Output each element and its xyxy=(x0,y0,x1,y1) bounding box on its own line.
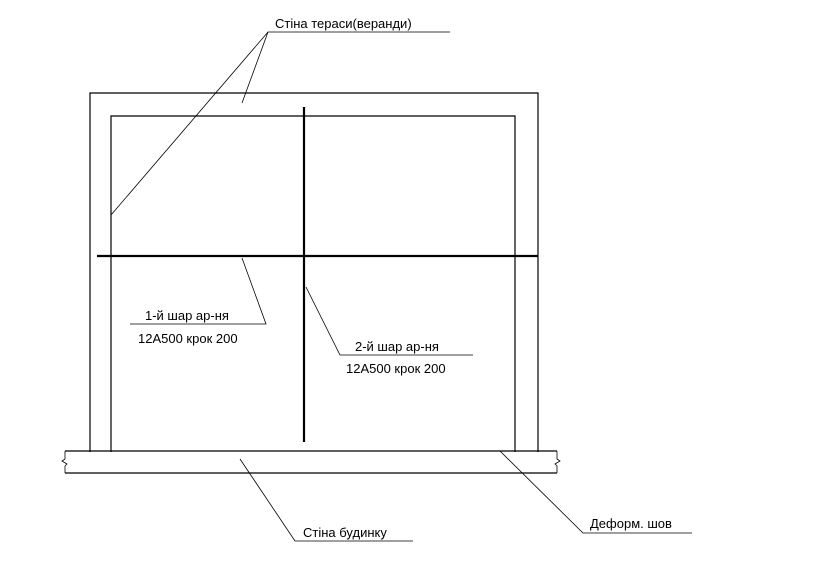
layer2-spec: 12А500 крок 200 xyxy=(346,361,446,376)
terrace-wall-label: Стіна тераси(веранди) xyxy=(275,16,412,31)
leader-lines xyxy=(110,31,692,542)
expansion-joint-label: Деформ. шов xyxy=(590,516,672,531)
layer1-spec: 12А500 крок 200 xyxy=(138,331,238,346)
terrace-wall-outer xyxy=(89,92,539,452)
terrace-wall-inner xyxy=(110,115,516,452)
layer2-title: 2-й шар ар-ня xyxy=(355,339,439,354)
house-wall-label: Стіна будинку xyxy=(303,525,387,540)
layer1-title: 1-й шар ар-ня xyxy=(145,308,229,323)
house-wall xyxy=(61,450,561,474)
